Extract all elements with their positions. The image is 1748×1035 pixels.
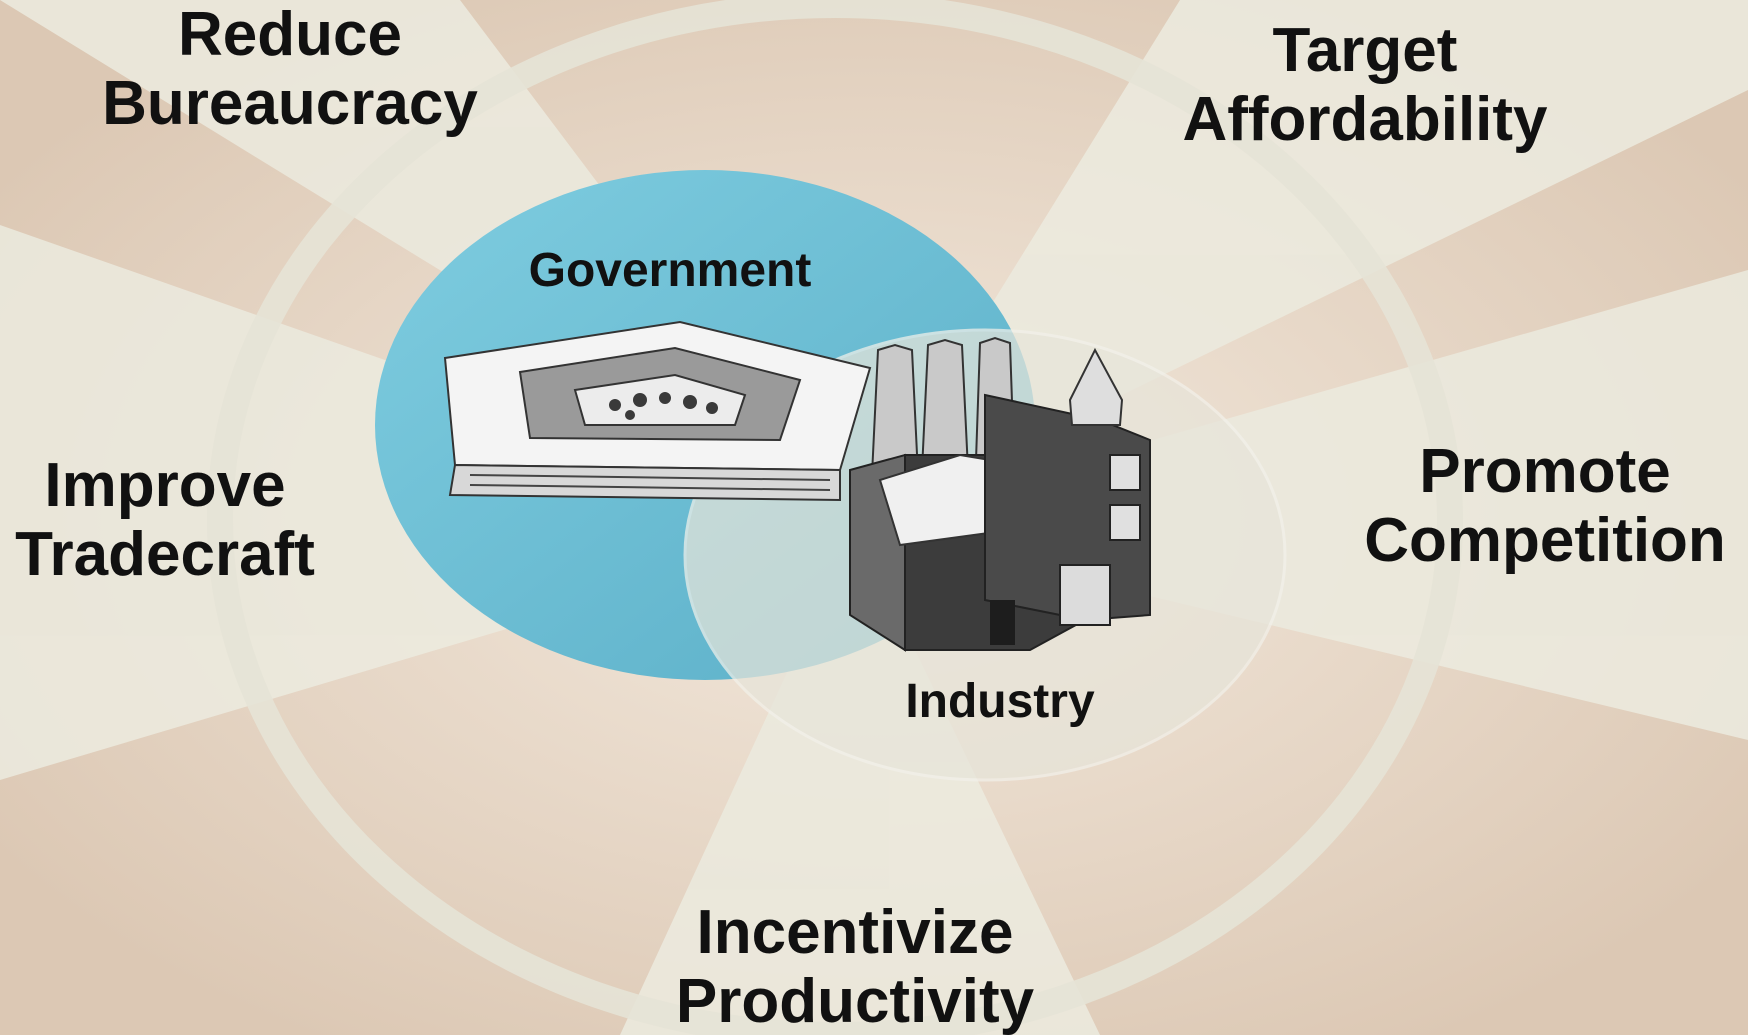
outer-ring: [207, 0, 1463, 1035]
label-incentivize-productivity: Incentivize Productivity: [665, 898, 1045, 1035]
label-incentivize-productivity-line1: Incentivize: [696, 898, 1014, 967]
label-promote-competition-line1: Promote: [1419, 437, 1671, 506]
wedge-promote-competition: [855, 270, 1748, 740]
label-promote-competition: Promote Competition: [1345, 437, 1745, 576]
label-improve-tradecraft: Improve Tradecraft: [0, 451, 330, 590]
label-reduce-bureaucracy-line1: Reduce: [178, 0, 402, 69]
label-industry: Industry: [905, 675, 1095, 728]
label-target-affordability-line1: Target: [1272, 16, 1458, 85]
label-reduce-bureaucracy-line2: Bureaucracy: [102, 69, 478, 139]
label-target-affordability: Target Affordability: [1160, 16, 1570, 155]
label-target-affordability-line2: Affordability: [1182, 85, 1548, 155]
factory-icon: [849, 336, 1151, 652]
label-incentivize-productivity-line2: Productivity: [675, 967, 1035, 1035]
label-improve-tradecraft-line1: Improve: [44, 451, 286, 520]
label-improve-tradecraft-line2: Tradecraft: [15, 520, 315, 590]
label-promote-competition-line2: Competition: [1364, 506, 1726, 576]
label-reduce-bureaucracy: Reduce Bureaucracy: [90, 0, 490, 139]
wedge-incentivize-productivity: [620, 525, 1100, 1035]
label-government: Government: [528, 244, 812, 297]
pentagon-building-icon: [443, 320, 872, 502]
